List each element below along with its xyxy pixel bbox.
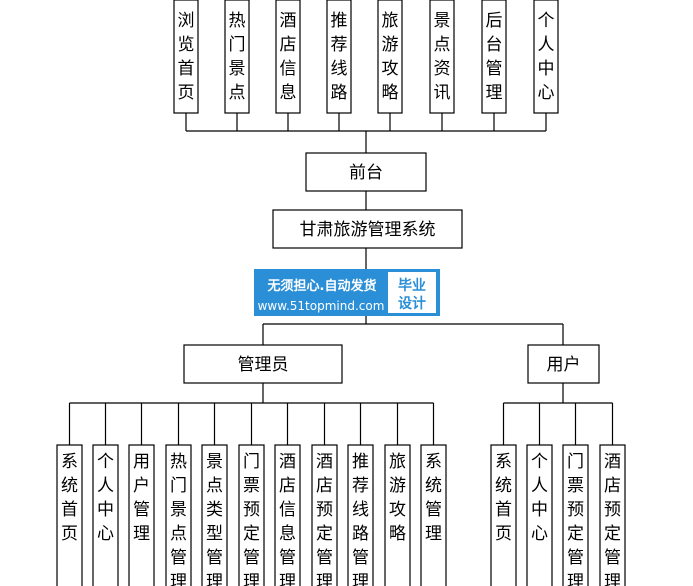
frontend-box-label: 前台	[349, 163, 383, 183]
admin-module-3-label: 用户管理	[133, 452, 150, 544]
watermark-slogan: 无须担心.自动发货	[267, 278, 377, 294]
admin-module-10-label: 旅游攻略	[389, 452, 406, 544]
top-module-4: 推荐线路	[326, 0, 352, 114]
admin-module-11-label: 系统管理	[425, 452, 442, 544]
user-module-3-label: 门票预定管理	[567, 452, 584, 586]
system-box-label: 甘肃旅游管理系统	[300, 220, 436, 240]
watermark-badge	[388, 272, 436, 313]
user-module-1-label: 系统首页	[495, 452, 512, 544]
top-module-8: 个人中心	[533, 0, 559, 114]
admin-module-1-label: 系统首页	[61, 452, 78, 544]
user-module-2: 个人中心	[526, 444, 553, 586]
admin-module-4: 热门景点管理	[165, 444, 192, 586]
user-module-1: 系统首页	[490, 444, 517, 586]
admin-module-3: 用户管理	[128, 444, 155, 586]
top-module-5: 旅游攻略	[377, 0, 403, 114]
user-box: 用户	[527, 344, 600, 384]
top-module-6: 景点资讯	[429, 0, 455, 114]
top-module-8-label: 个人中心	[538, 11, 555, 103]
admin-module-2: 个人中心	[92, 444, 119, 586]
user-module-4: 酒店预定管理	[599, 444, 626, 586]
connector-lines	[68, 113, 614, 445]
user-module-3: 门票预定管理	[562, 444, 589, 586]
frontend-box: 前台	[305, 152, 427, 192]
top-module-3: 酒店信息	[275, 0, 301, 114]
admin-module-11: 系统管理	[420, 444, 447, 586]
admin-box: 管理员	[183, 344, 343, 384]
top-module-5-label: 旅游攻略	[382, 11, 399, 103]
user-module-4-label: 酒店预定管理	[604, 452, 621, 586]
top-module-4-label: 推荐线路	[331, 11, 348, 103]
admin-module-7-label: 酒店信息管理	[279, 452, 296, 586]
top-module-2: 热门景点	[224, 0, 250, 114]
user-box-label: 用户	[547, 355, 581, 375]
admin-box-label: 管理员	[238, 355, 289, 375]
top-module-7-label: 后台管理	[486, 11, 503, 103]
admin-module-9: 推荐线路管理	[347, 444, 374, 586]
admin-module-9-label: 推荐线路管理	[352, 452, 369, 586]
top-module-7: 后台管理	[481, 0, 507, 114]
admin-module-10: 旅游攻略	[384, 444, 411, 586]
admin-module-6-label: 门票预定管理	[243, 452, 260, 586]
user-module-2-label: 个人中心	[531, 452, 548, 544]
system-box: 甘肃旅游管理系统	[272, 209, 463, 249]
top-module-3-label: 酒店信息	[280, 11, 297, 103]
admin-module-2-label: 个人中心	[97, 452, 114, 544]
admin-module-6: 门票预定管理	[238, 444, 265, 586]
watermark-url: www.51topmind.com	[258, 299, 385, 313]
diagram-nodes: 浏览首页热门景点酒店信息推荐线路旅游攻略景点资讯后台管理个人中心前台甘肃旅游管理…	[56, 0, 626, 586]
watermark-badge-line1: 毕业	[398, 277, 426, 294]
admin-module-4-label: 热门景点管理	[170, 452, 187, 586]
top-module-6-label: 景点资讯	[434, 11, 451, 103]
admin-module-7: 酒店信息管理	[274, 444, 301, 586]
top-module-2-label: 热门景点	[229, 11, 246, 103]
admin-module-1: 系统首页	[56, 444, 83, 586]
admin-module-8: 酒店预定管理	[311, 444, 338, 586]
top-module-1: 浏览首页	[173, 0, 199, 114]
admin-module-8-label: 酒店预定管理	[316, 452, 333, 586]
watermark-badge-line2: 设计	[398, 295, 426, 312]
top-module-1-label: 浏览首页	[178, 11, 195, 103]
admin-module-5-label: 景点类型管理	[206, 452, 223, 586]
admin-module-5: 景点类型管理	[201, 444, 228, 586]
